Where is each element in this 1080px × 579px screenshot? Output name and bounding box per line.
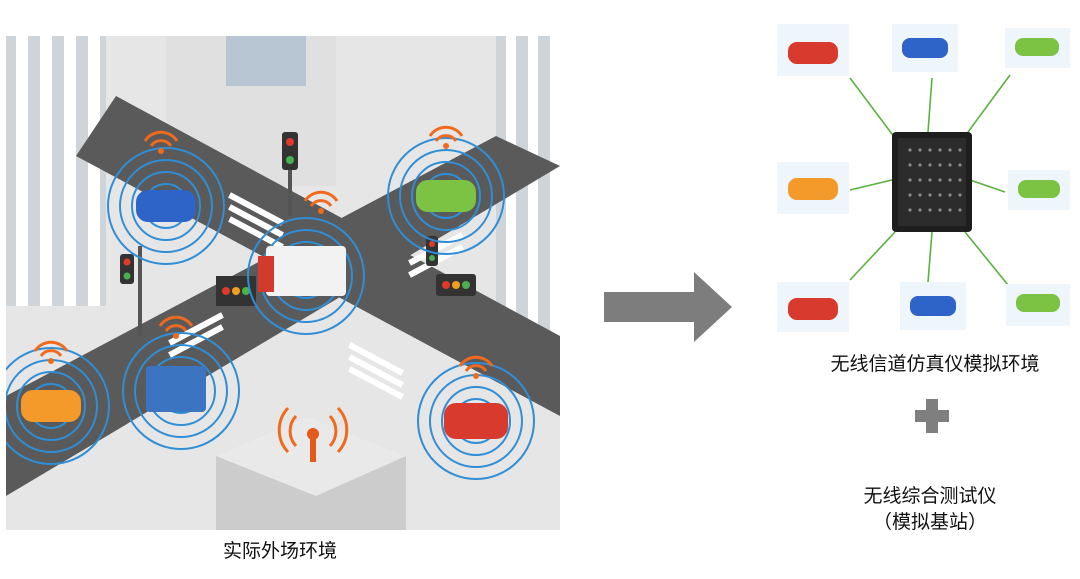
channel-emulator-diagram — [777, 24, 1070, 332]
tester-caption: 无线综合测试仪 — [863, 485, 997, 507]
transition-arrow — [604, 272, 732, 342]
plus-icon — [915, 399, 949, 433]
vehicle-truck — [247, 190, 365, 335]
car-tile-green — [1008, 170, 1070, 210]
vehicle-red-car — [417, 355, 535, 480]
traffic-lights — [120, 132, 476, 336]
car-tile-green — [1005, 28, 1070, 68]
real-field-scene — [6, 36, 560, 530]
vehicle-blue-van — [122, 315, 240, 450]
car-tile-green — [1006, 284, 1070, 326]
left-caption: 实际外场环境 — [222, 540, 337, 562]
car-tile-blue — [900, 282, 966, 330]
link-arrows — [849, 74, 1011, 286]
base-station-building — [216, 406, 406, 530]
vehicle-orange-car — [6, 340, 110, 465]
car-tile-orange — [777, 162, 849, 214]
car-tile-red — [777, 282, 849, 332]
channel-emulator-box — [892, 132, 972, 232]
car-tile-red — [777, 24, 849, 76]
emulator-caption: 无线信道仿真仪模拟环境 — [830, 353, 1040, 375]
car-tile-blue — [892, 24, 958, 72]
vehicle-green-car — [387, 125, 505, 255]
vehicle-blue-car — [107, 130, 225, 265]
tester-subcaption: （模拟基站） — [872, 511, 987, 533]
